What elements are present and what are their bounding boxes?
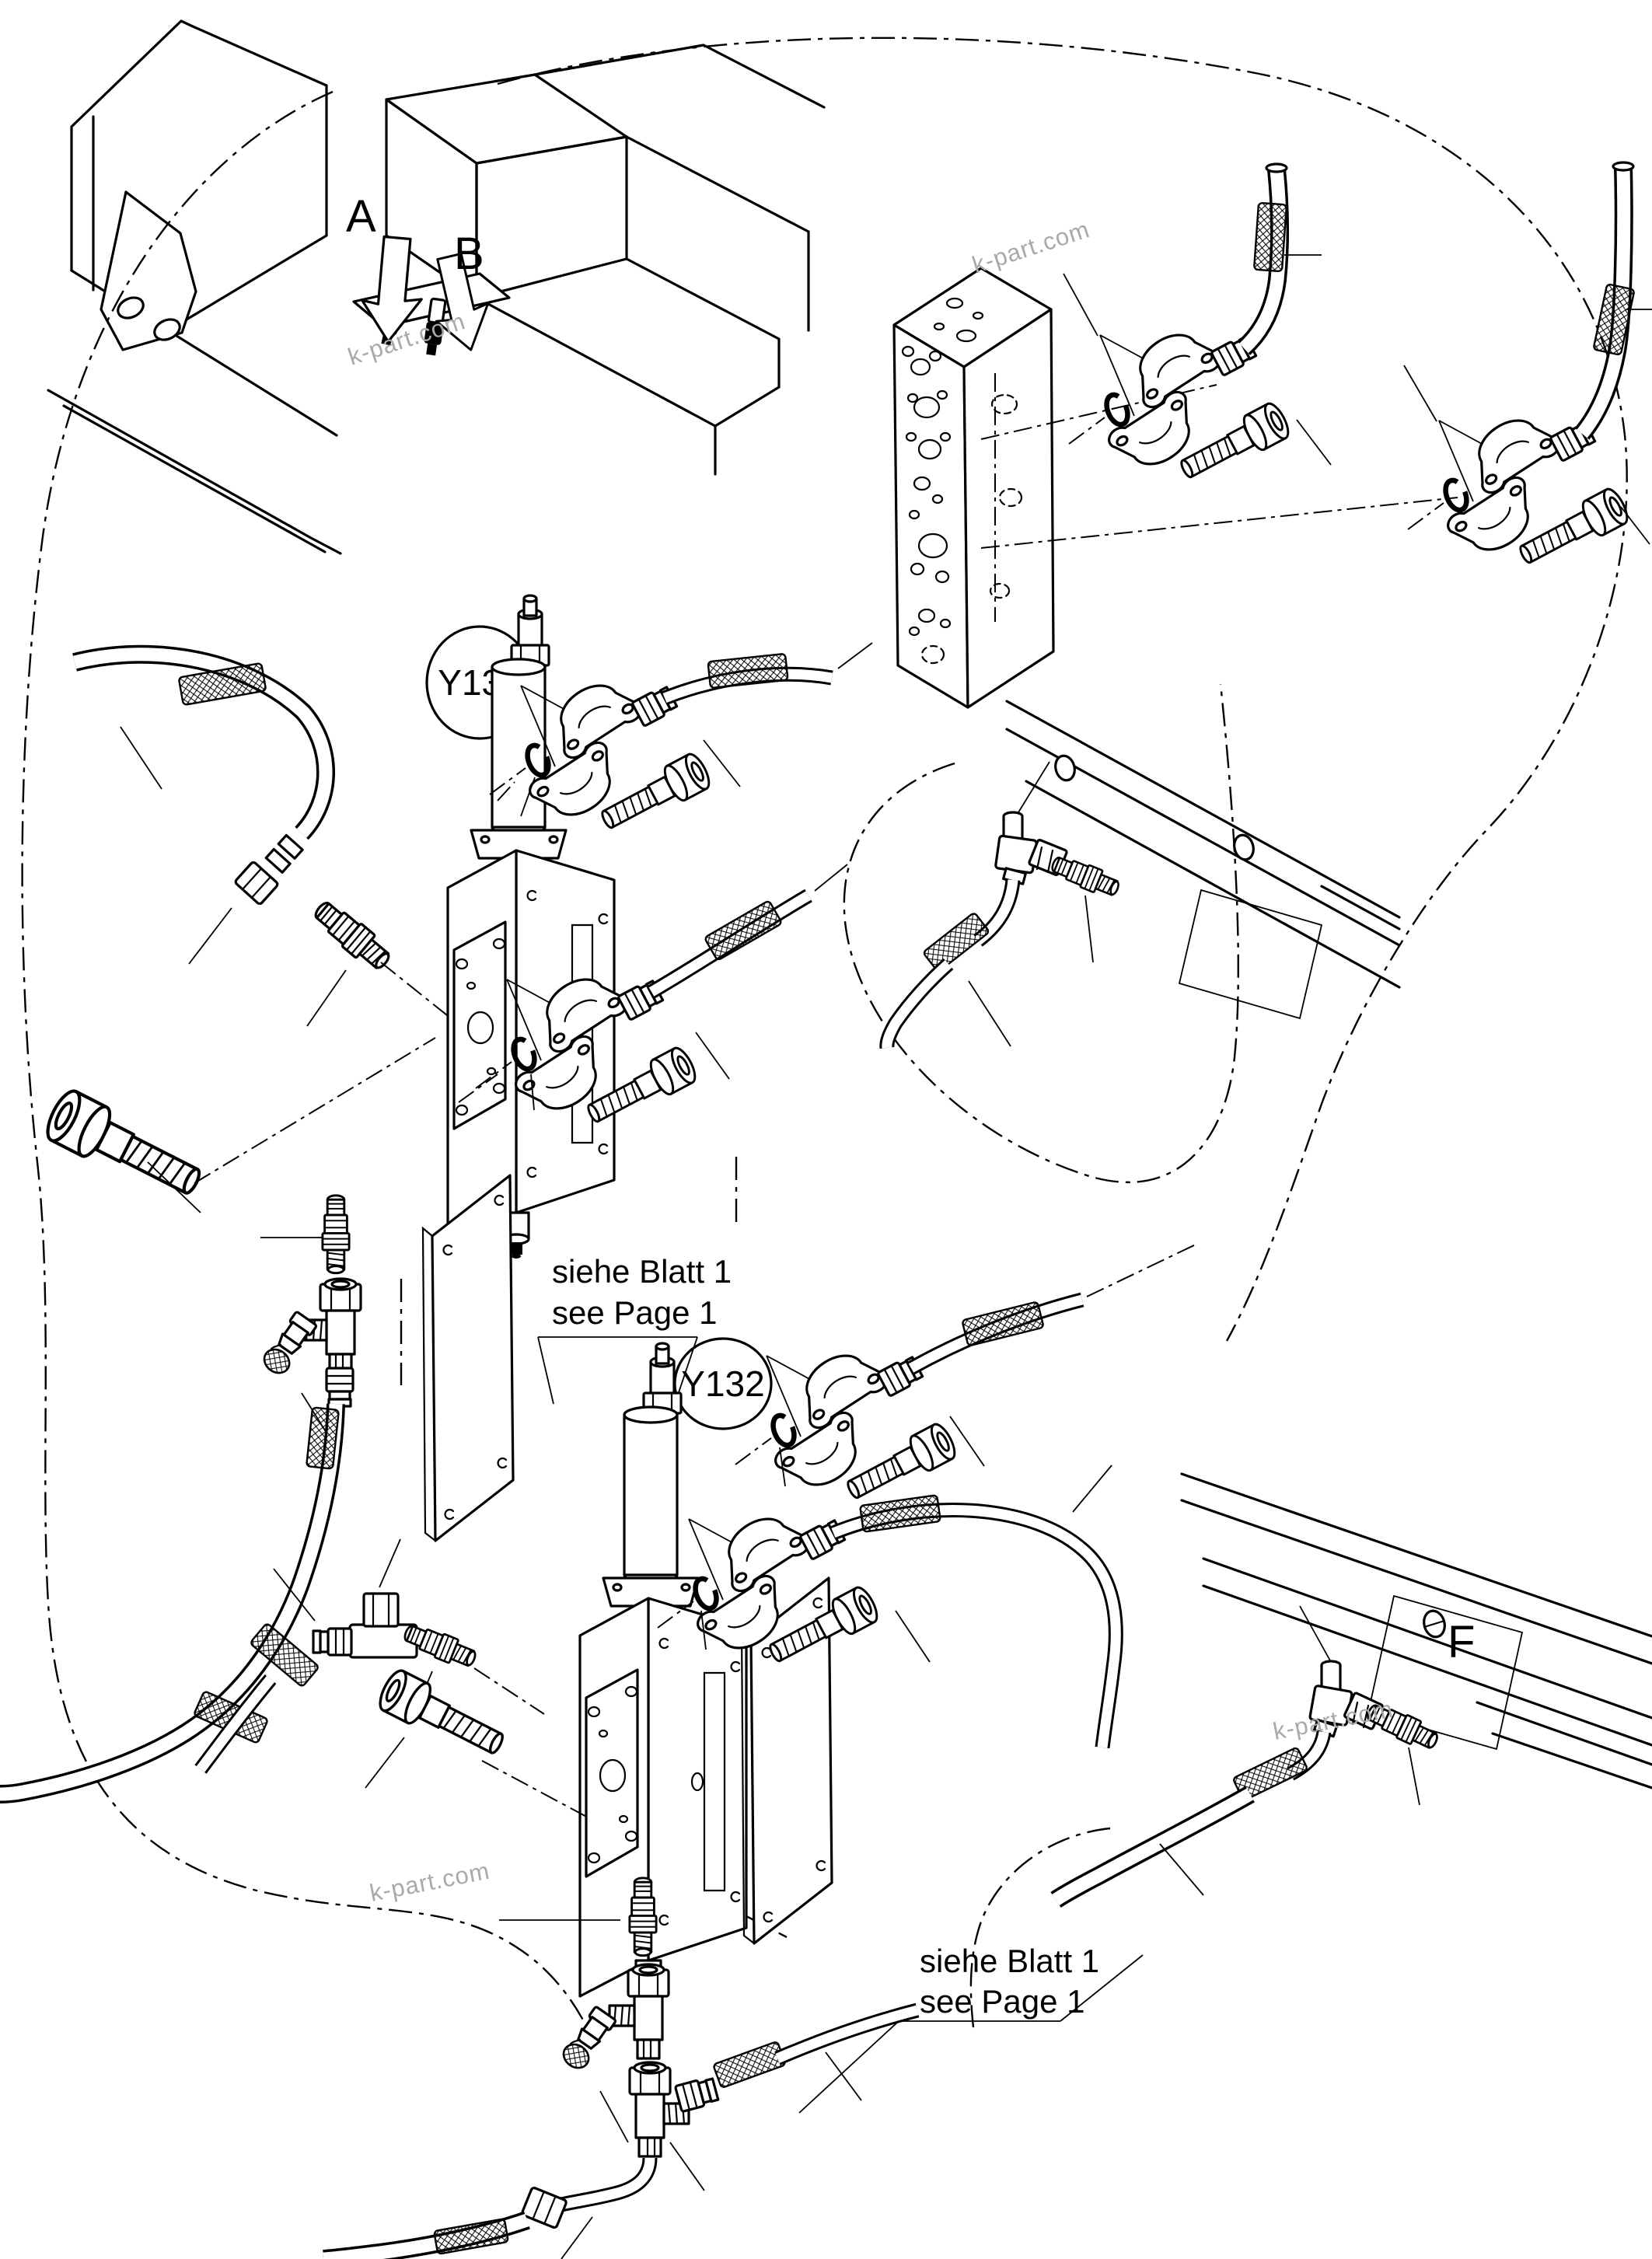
valve-y132-group: Y132 xyxy=(323,1243,1198,2259)
solenoid-valve-y132 xyxy=(580,1343,746,2006)
tee-fitting-y132-upper xyxy=(608,1963,670,2060)
hose-y132-bottom-left xyxy=(323,2157,658,2259)
hose-y132-bottom-right xyxy=(673,2002,920,2114)
hose-y133-bottom-long xyxy=(0,1403,345,1803)
label-port-b: B xyxy=(454,229,484,279)
mount-bolt-y133 xyxy=(41,1087,208,1208)
watermark-bottom-left: k-part.com xyxy=(368,1857,492,1907)
manifold-ports xyxy=(901,297,1023,665)
test-point-y133 xyxy=(258,1309,320,1379)
adapter-vertical-y133 xyxy=(321,1194,351,1275)
hose-manifold-lower xyxy=(1574,161,1635,440)
adapter-vertical-y132 xyxy=(628,1877,658,1957)
label-frame-position-f: F xyxy=(1448,1617,1475,1667)
sensor-b xyxy=(424,297,447,356)
phantom-boundaries xyxy=(21,37,1628,2047)
test-point-y132 xyxy=(557,2004,619,2074)
arrow-b-icon xyxy=(435,253,490,351)
note1-line2: see Page 1 xyxy=(552,1294,718,1331)
hose-y133-kit-upper xyxy=(662,642,873,705)
lift-bracket xyxy=(100,190,197,351)
hose-y132-kit-upper xyxy=(907,1243,1198,1375)
hose-manifold-upper xyxy=(1237,162,1289,355)
hose-y133-kit-lower xyxy=(648,864,848,999)
hose-nut-y133-bottom xyxy=(325,1367,354,1408)
arrow-a-icon xyxy=(361,235,423,344)
tee-fitting-y132-lower xyxy=(628,2061,690,2158)
label-port-a: A xyxy=(346,191,376,242)
note2-line1: siehe Blatt 1 xyxy=(920,1943,1099,1979)
hydraulic-manifold-block xyxy=(892,161,1652,709)
cross-reference-note-2: siehe Blatt 1 see Page 1 xyxy=(798,1943,1144,2114)
tee-cluster-y133-lower xyxy=(194,1538,545,1774)
flange-clamp-kit-manifold-lower xyxy=(1408,403,1632,573)
frame-rail-f: F xyxy=(1050,1472,1652,1908)
hose-y132-kit-lower xyxy=(830,1465,1123,1749)
machine-frame-overview: A B xyxy=(47,19,826,555)
cover-plate-y133 xyxy=(423,1175,513,1541)
label-valve-y132: Y132 xyxy=(681,1363,764,1404)
elbow-fitting-mid xyxy=(879,761,1123,1049)
watermark-top-right: k-part.com xyxy=(969,215,1093,279)
cross-reference-note-1: siehe Blatt 1 see Page 1 xyxy=(537,1253,732,1405)
valve-y133-group: Y133 xyxy=(0,595,873,1803)
elbow-fitting-f xyxy=(1050,1605,1443,1908)
note2-line2: see Page 1 xyxy=(920,1983,1085,2020)
frame-rail-mid xyxy=(1005,700,1401,1020)
hose-y133-left xyxy=(72,644,335,965)
note1-line1: siehe Blatt 1 xyxy=(552,1253,732,1290)
adapter-fitting-mid xyxy=(1048,851,1123,902)
